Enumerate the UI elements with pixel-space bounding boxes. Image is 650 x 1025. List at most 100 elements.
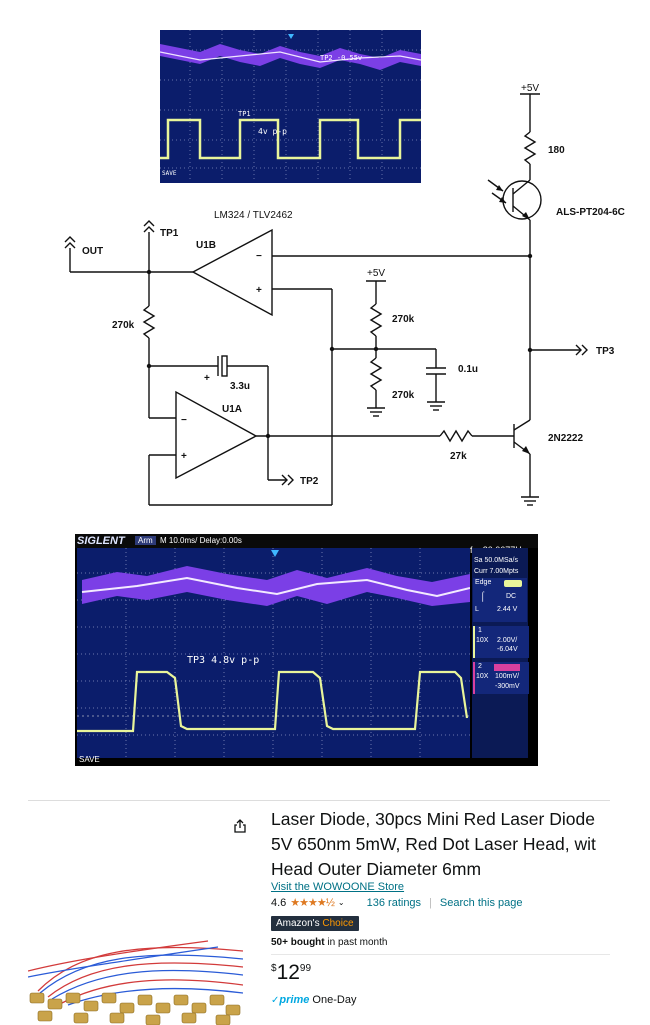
trigger-level-letter: L — [475, 606, 479, 613]
resistor-27k — [439, 429, 473, 443]
tp3-arrow-icon — [575, 344, 588, 356]
prime-delivery: ✓prime One-Day — [271, 994, 356, 1006]
scope-mode: Arm — [135, 536, 156, 545]
tp2-arrow-icon — [281, 474, 294, 486]
ch1-scale: 2.00V/ — [497, 637, 518, 644]
trigger-ch-chip — [504, 580, 522, 587]
chevron-down-icon[interactable]: ⌄ — [337, 898, 345, 907]
transistor-label: 2N2222 — [548, 433, 583, 444]
scope-save-label: SAVE — [79, 755, 100, 764]
out-label: OUT — [82, 246, 103, 257]
rating-row: 4.6 ★★★★½ ⌄ 136 ratings | Search this pa… — [271, 896, 523, 910]
supply-top-label: +5V — [521, 83, 539, 94]
badge-prefix: Amazon's — [276, 918, 320, 929]
price: $1299 — [271, 961, 311, 985]
amazons-choice-badge: Amazon's Choice — [271, 916, 359, 931]
product-title-line: Laser Diode, 30pcs Mini Red Laser Diode — [271, 809, 595, 829]
edge-rising-icon: ⌠ — [480, 591, 486, 601]
product-image[interactable] — [28, 931, 243, 1025]
ch2-number: 2 — [478, 663, 482, 670]
r270k-top-label: 270k — [392, 314, 415, 325]
ch1-offset: -6.04V — [497, 646, 518, 653]
price-whole: 12 — [276, 961, 300, 984]
supply-mid-label: +5V — [367, 268, 385, 279]
capacitor-0.1u — [426, 367, 446, 375]
capacitor-3.3u — [217, 355, 228, 377]
tp2-trace — [160, 44, 421, 70]
ch2-trace — [82, 566, 470, 606]
trigger-level: 2.44 V — [497, 606, 518, 613]
cap-01u-label: 0.1u — [458, 364, 478, 375]
scope-trace-label: TP3 4.8v p-p — [187, 655, 260, 666]
top-scope-tp1-label: TP1 — [238, 110, 251, 118]
tp3-label: TP3 — [596, 346, 615, 357]
ch1-number: 1 — [478, 627, 482, 634]
scope-brand: SIGLENT — [77, 535, 125, 547]
top-scope-tp1-amplitude: 4v p-p — [258, 127, 287, 136]
ratings-count-link[interactable]: 136 ratings — [366, 896, 422, 909]
product-title-line: 5V 650nm 5mW, Red Dot Laser Head, wit — [271, 834, 596, 854]
resistor-270k-feedback — [142, 305, 156, 339]
out-arrow-icon — [64, 236, 76, 249]
bought-rest: in past month — [327, 937, 388, 948]
ground-symbol — [367, 407, 385, 417]
u1b-minus: − — [256, 251, 262, 262]
ch1-trace — [77, 670, 469, 733]
circuit-schematic: +5V 180 ALS-PT204-6C TP3 LM324 / TLV2462… — [64, 83, 625, 506]
search-page-link[interactable]: Search this page — [439, 896, 523, 909]
opamp-part-label: LM324 / TLV2462 — [214, 210, 293, 221]
bought-count: 50+ bought — [271, 937, 325, 948]
resistor-270k-bottom — [369, 357, 383, 391]
product-title-line: Head Outer Diameter 6mm — [271, 859, 482, 879]
resistor-180 — [523, 131, 537, 165]
trigger-edge: Edge — [475, 579, 492, 586]
share-icon[interactable] — [234, 819, 246, 833]
ch2-offset: -300mV — [495, 683, 520, 690]
u1a-plus: + — [181, 451, 187, 462]
star-rating-icon[interactable]: ★★★★½ — [290, 897, 335, 909]
scope-curr-pts: Curr 7.00Mpts — [474, 568, 519, 575]
scope-right-panel: Sa 50.0MSa/s Curr 7.00Mpts Edge ⌠ DC L 2… — [472, 548, 529, 758]
scope-timebase: M 10.0ms/ Delay:0.00s — [160, 536, 242, 545]
top-scope-tp2-label: TP2 -0.55v — [320, 54, 363, 62]
price-fraction: 99 — [299, 963, 312, 974]
product-listing: Laser Diode, 30pcs Mini Red Laser Diode … — [28, 800, 610, 1025]
trigger-coupling: DC — [506, 593, 517, 600]
scope-plot-area: TP3 4.8v p-p — [77, 548, 470, 758]
r270k-fb-label: 270k — [112, 320, 135, 331]
top-scope-screenshot: TP2 -0.55v TP1 4v p-p SAVE — [160, 30, 421, 183]
u1b-label: U1B — [196, 240, 216, 251]
rating-value: 4.6 — [271, 896, 287, 909]
resistor-270k-top — [369, 303, 383, 337]
separator: | — [429, 896, 432, 909]
top-scope-grid — [160, 30, 421, 180]
phototransistor-label: ALS-PT204-6C — [556, 207, 625, 218]
r270k-bot-label: 270k — [392, 390, 415, 401]
light-arrows-icon — [487, 179, 507, 204]
ch2-probe: 10X — [476, 673, 489, 680]
tp2-label: TP2 — [300, 476, 319, 487]
cap-plus: + — [204, 373, 210, 384]
price-symbol: $ — [271, 963, 277, 974]
ch1-box — [473, 626, 529, 658]
cap-33u-label: 3.3u — [230, 381, 250, 392]
product-title[interactable]: Laser Diode, 30pcs Mini Red Laser Diode … — [271, 807, 610, 882]
prime-logo: prime — [279, 994, 310, 1006]
ch1-probe: 10X — [476, 637, 489, 644]
opamp-u1b — [191, 228, 273, 317]
u1a-minus: − — [181, 415, 187, 426]
prime-check-icon: ✓ — [271, 995, 280, 1006]
top-scope-save-label: SAVE — [162, 170, 177, 177]
visit-store-link[interactable]: Visit the WOWOONE Store — [271, 881, 405, 893]
u1a-label: U1A — [222, 404, 242, 415]
siglent-scope-screenshot: SIGLENT Arm M 10.0ms/ Delay:0.00s f = 20… — [75, 534, 538, 766]
scope-sample-rate: Sa 50.0MSa/s — [474, 557, 518, 564]
r180-label: 180 — [548, 145, 565, 156]
opamp-u1a — [175, 390, 258, 480]
ch2-chip — [494, 664, 520, 671]
scope-status-bar — [75, 534, 538, 548]
ground-symbol — [427, 401, 445, 411]
u1b-plus: + — [256, 285, 262, 296]
badge-choice: Choice — [322, 918, 354, 929]
ground-symbol — [521, 496, 539, 506]
